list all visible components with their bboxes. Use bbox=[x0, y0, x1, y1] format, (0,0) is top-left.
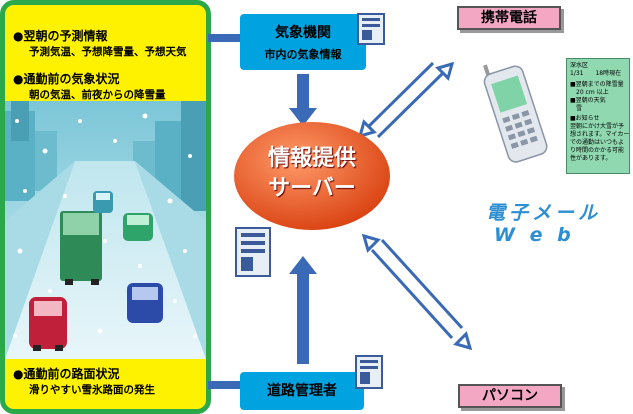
phone-screen-line: り時間のかかる可能 bbox=[570, 147, 625, 154]
weather-agency-box: 気象機関 市内の気象情報 bbox=[240, 14, 366, 70]
phone-screen-line: 深水区 bbox=[570, 62, 589, 69]
winter-road-info-panel: ●翌朝の予測情報 予測気温、予想降雪量、予想天気 ●通勤前の気象状況 朝の気温、… bbox=[0, 0, 211, 414]
phone-screen-line: での通勤はいつもよ bbox=[570, 139, 625, 146]
truck-icon bbox=[60, 211, 102, 285]
pc-label: パソコン bbox=[482, 388, 538, 404]
phone-screen-line: 1/31 18時現在 bbox=[570, 70, 622, 77]
bidirectional-arrow-pc-icon bbox=[361, 233, 473, 351]
mobile-phone-label: 携帯電話 bbox=[481, 10, 537, 26]
weather-agency-title: 気象機関 bbox=[275, 25, 331, 41]
server-rack-icon bbox=[235, 227, 271, 277]
road-administrator-box: 道路管理者 bbox=[240, 372, 364, 410]
car-red-icon bbox=[29, 297, 67, 351]
phone-screen-line: ■翌朝の天気 bbox=[570, 97, 606, 104]
car-teal-icon bbox=[93, 191, 113, 213]
mobile-phone-label-box: 携帯電話 bbox=[457, 6, 561, 30]
info-server-label: 情報提供 サーバー bbox=[241, 144, 383, 204]
bidirectional-arrow-mobile-icon bbox=[357, 61, 455, 139]
car-green-icon bbox=[123, 213, 153, 241]
phone-screen-line: ■翌朝までの降雪量 bbox=[570, 81, 624, 88]
info-server-ellipse bbox=[234, 122, 390, 230]
arrow-down-icon bbox=[289, 74, 317, 126]
phone-screen-line: 20 cm 以上 bbox=[570, 89, 609, 96]
web-channel-label: W e b bbox=[494, 224, 575, 246]
pc-label-box: パソコン bbox=[458, 384, 562, 408]
server-label-line2: サーバー bbox=[268, 176, 356, 201]
mobile-phone-icon bbox=[483, 64, 548, 163]
pre-commute-weather-detail: 朝の気温、前夜からの降雪量 bbox=[29, 89, 166, 101]
arrow-up-icon bbox=[289, 256, 317, 364]
connector-line bbox=[208, 34, 240, 42]
phone-screen-line: 翌朝にかけ大雪が予 bbox=[570, 123, 625, 130]
road-admin-computer-icon bbox=[355, 355, 383, 389]
pre-commute-road-heading: ●通勤前の路面状況 bbox=[13, 367, 120, 381]
pre-commute-road-detail: 滑りやすい雪氷路面の発生 bbox=[29, 384, 155, 396]
phone-screen-line: 雪 bbox=[570, 105, 583, 112]
next-morning-forecast-detail: 予測気温、予想降雪量、予想天気 bbox=[29, 46, 187, 58]
weather-agency-subtitle: 市内の気象情報 bbox=[264, 48, 342, 61]
server-label-line1: 情報提供 bbox=[267, 146, 356, 171]
phone-screen-line: 想されます。マイカー bbox=[570, 131, 630, 138]
phone-screen-line: 性があります。 bbox=[570, 155, 612, 162]
road-administrator-label: 道路管理者 bbox=[267, 383, 337, 399]
email-channel-label: 電子メール bbox=[486, 202, 602, 224]
pre-commute-weather-heading: ●通勤前の気象状況 bbox=[13, 72, 120, 86]
phone-screen-zoom: 深水区 1/31 18時現在 ■翌朝までの降雪量 20 cm 以上 ■翌朝の天気… bbox=[566, 58, 630, 174]
phone-screen-line: ■お知らせ bbox=[570, 115, 600, 122]
snowy-road-illustration bbox=[5, 101, 206, 359]
next-morning-forecast-heading: ●翌朝の予測情報 bbox=[13, 29, 108, 43]
connector-line bbox=[208, 381, 240, 389]
server-computer-icon bbox=[357, 13, 385, 45]
car-blue-icon bbox=[127, 283, 163, 323]
